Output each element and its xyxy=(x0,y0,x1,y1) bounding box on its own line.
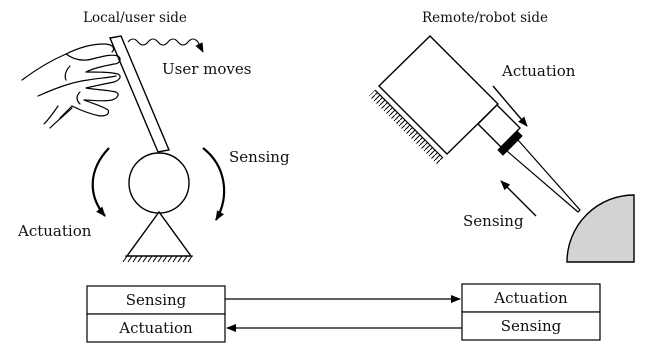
right-actuation-arrow xyxy=(492,85,528,127)
robot-arm xyxy=(369,35,581,213)
right-actuation-label: Actuation xyxy=(501,62,576,80)
remote-channel-box: Actuation Sensing xyxy=(461,283,601,341)
local-sensing-cell: Sensing xyxy=(126,291,187,309)
remote-actuation-cell: Actuation xyxy=(493,289,568,307)
contact-surface xyxy=(566,194,635,263)
local-channel-box: Sensing Actuation xyxy=(86,285,226,343)
remote-sensing-cell: Sensing xyxy=(501,317,562,335)
left-actuation-label: Actuation xyxy=(17,222,92,240)
ground-hatch xyxy=(122,255,193,263)
actuation-curved-arrow xyxy=(91,147,110,217)
right-sensing-arrow xyxy=(500,180,537,217)
local-side-title: Local/user side xyxy=(83,10,187,26)
user-moves-wavy-arrow xyxy=(127,38,204,53)
local-actuation-cell: Actuation xyxy=(118,319,193,337)
base-triangle xyxy=(125,210,193,257)
joint-wheel xyxy=(128,152,190,214)
hand-icon xyxy=(21,43,121,129)
joystick-lever xyxy=(109,35,170,153)
left-sensing-label: Sensing xyxy=(229,148,290,166)
sensing-curved-arrow xyxy=(202,147,226,221)
user-moves-label: User moves xyxy=(162,60,251,78)
remote-side-title: Remote/robot side xyxy=(422,10,548,26)
right-sensing-label: Sensing xyxy=(463,212,524,230)
